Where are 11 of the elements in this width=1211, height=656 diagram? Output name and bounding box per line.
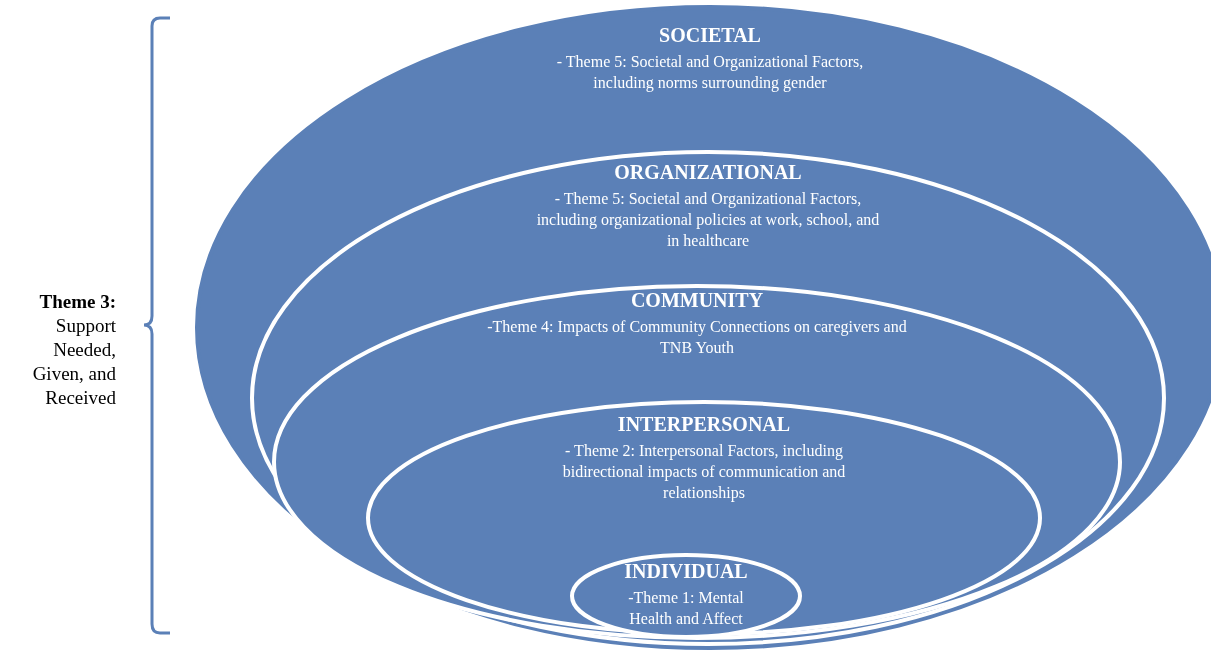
level-description: -Theme 1: Mental Health and Affect (627, 588, 745, 629)
level-description: - Theme 5: Societal and Organizational Factors, including organizational policies at work, school, and in healthcare (535, 189, 881, 251)
level-description: - Theme 5: Societal and Organizational Factors, including norms surrounding gender (555, 52, 865, 93)
level-heading: INTERPERSONAL (617, 412, 791, 436)
level-heading: COMMUNITY (630, 288, 764, 312)
level-heading: ORGANIZATIONAL (614, 160, 802, 184)
level-description: - Theme 2: Interpersonal Factors, including bidirectional impacts of communication and relationships (561, 441, 847, 503)
bracket-label: Theme 3: Support Needed, Given, and Received (31, 290, 116, 410)
level-heading: INDIVIDUAL (624, 559, 748, 583)
level-description: -Theme 4: Impacts of Community Connections on caregivers and TNB Youth (486, 317, 908, 358)
level-heading: SOCIETAL (659, 23, 761, 47)
